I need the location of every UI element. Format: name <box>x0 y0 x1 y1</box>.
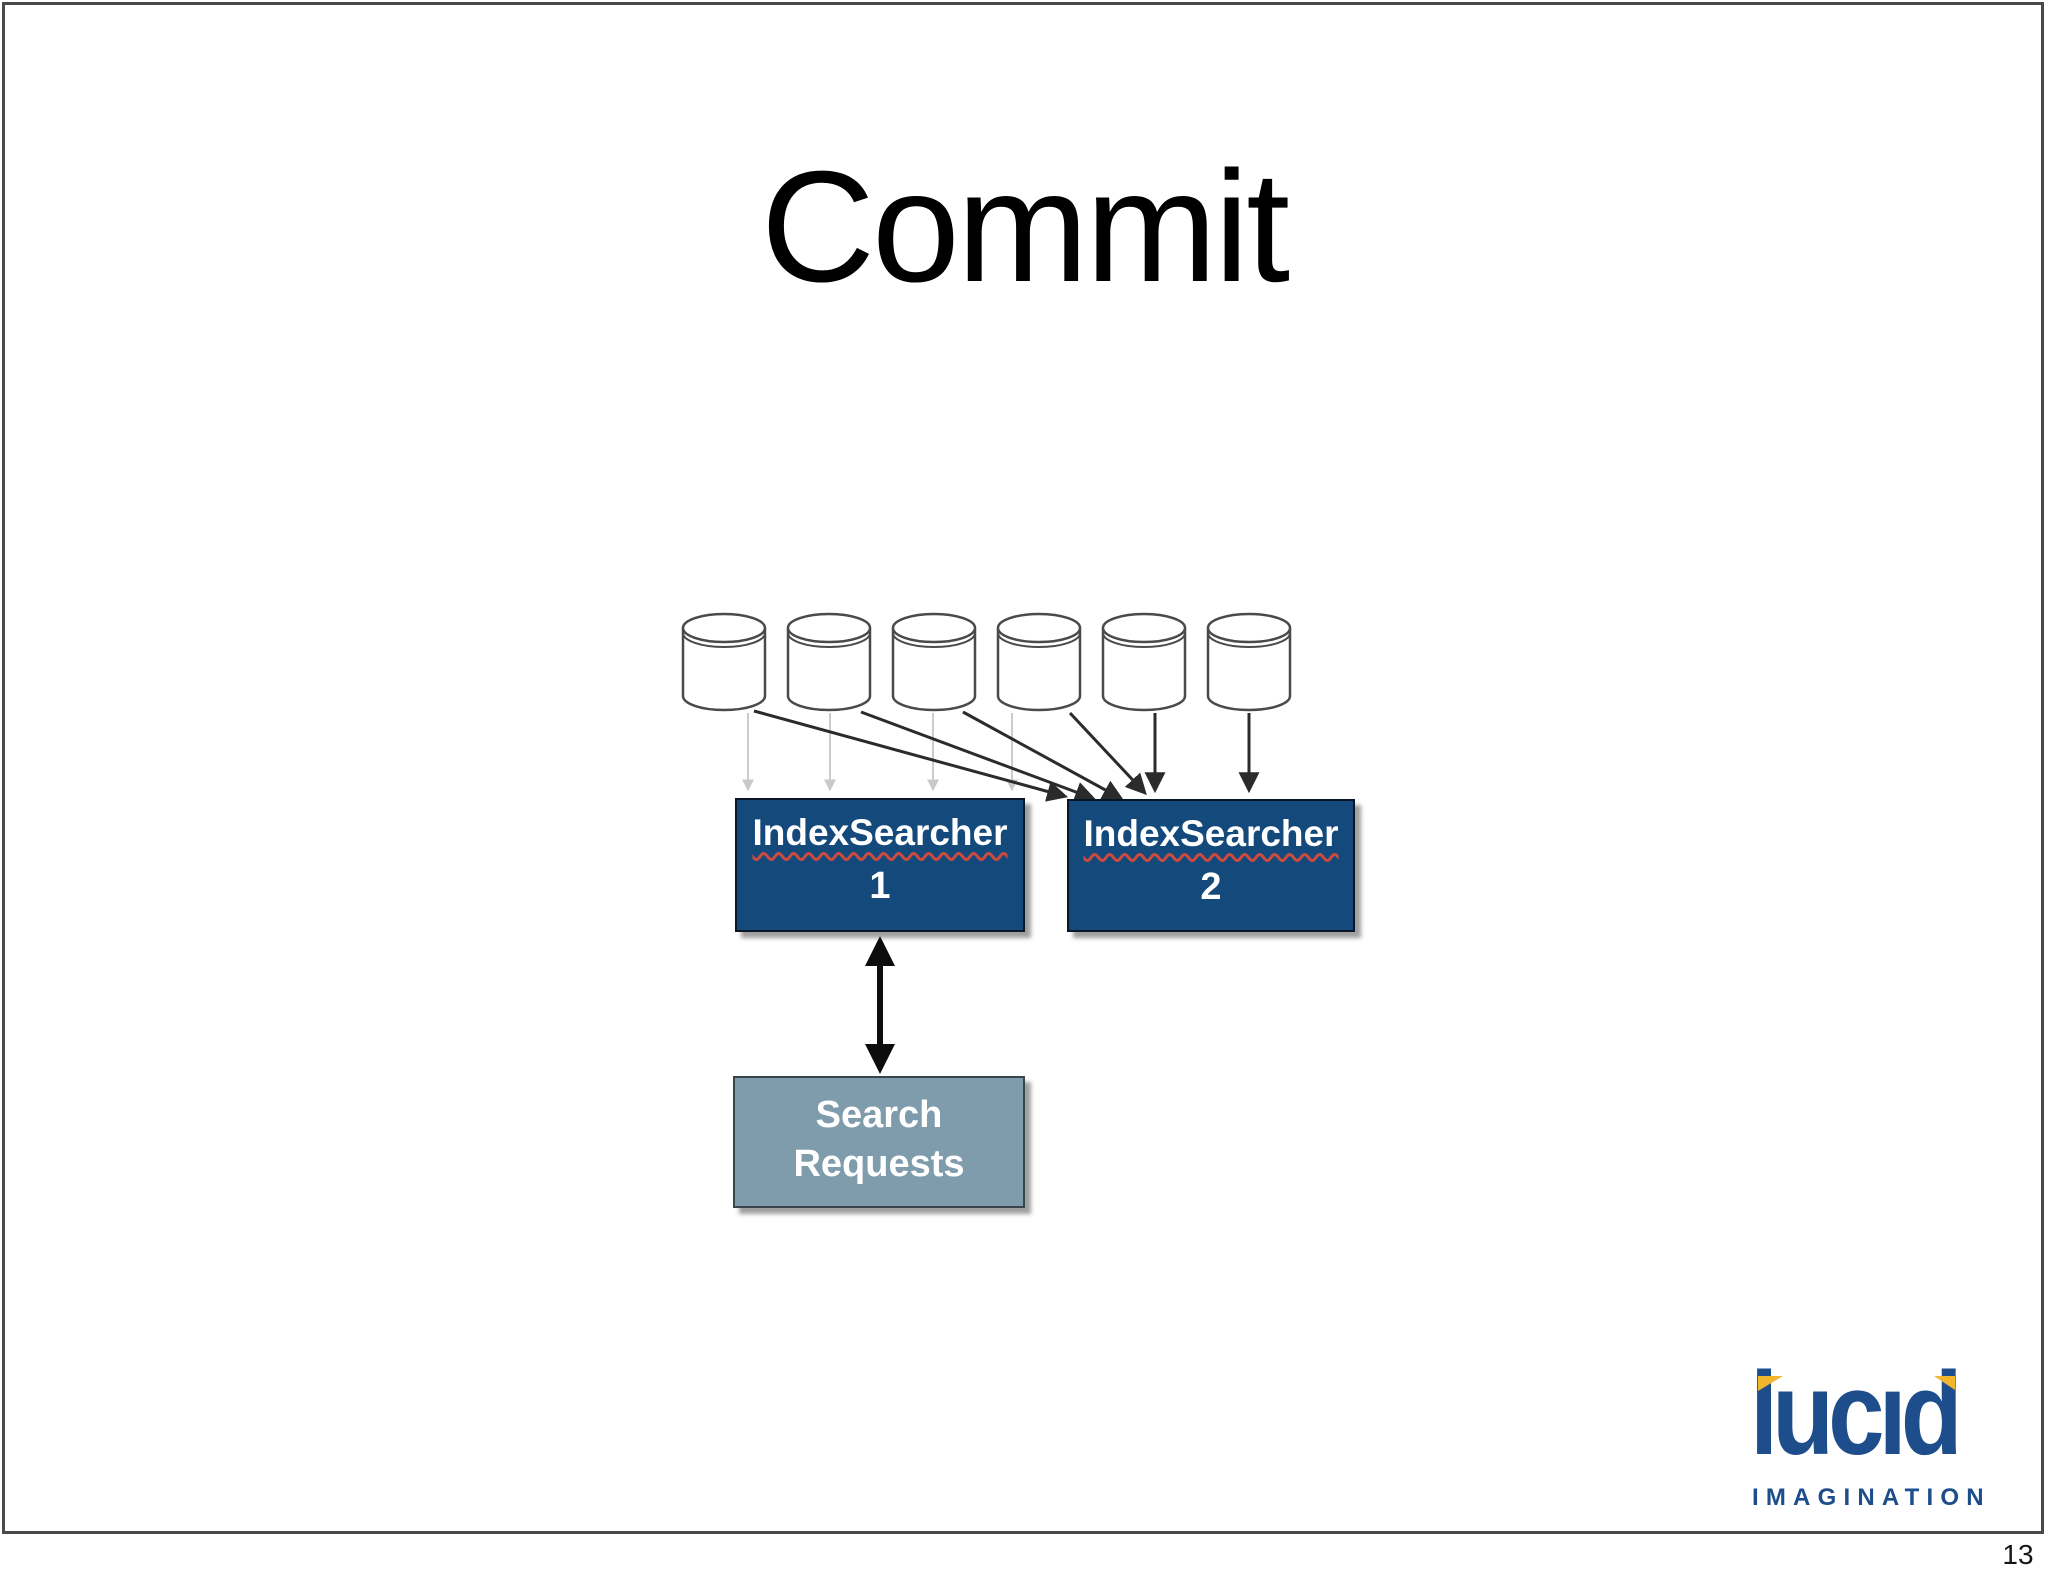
index-searcher-2-box: IndexSearcher 2 <box>1067 799 1355 932</box>
search-requests-line2: Requests <box>793 1142 965 1185</box>
index-segment-cylinder-4 <box>996 612 1082 712</box>
search-requests-box: Search Requests <box>733 1076 1025 1208</box>
slide-title: Commit <box>760 139 1290 315</box>
index-searcher-2-label: IndexSearcher <box>1083 813 1339 854</box>
slide-border <box>2 2 2044 1534</box>
index-searcher-1-number: 1 <box>869 865 891 907</box>
lucid-logo-tagline: IMAGINATION <box>1752 1484 1991 1511</box>
index-segment-cylinder-3 <box>891 612 977 712</box>
index-segment-cylinder-1 <box>681 612 767 712</box>
lucid-logo: lucıd IMAGINATION <box>1750 1355 2040 1526</box>
index-searcher-1-box: IndexSearcher 1 <box>735 798 1025 932</box>
index-segment-cylinder-5 <box>1101 612 1187 712</box>
search-requests-line1: Search <box>815 1094 943 1136</box>
index-segment-cylinder-6 <box>1206 612 1292 712</box>
index-searcher-1-label: IndexSearcher <box>752 812 1008 853</box>
index-segment-cylinder-2 <box>786 612 872 712</box>
index-searcher-2-number: 2 <box>1200 866 1222 908</box>
segment-to-searcher2-arrow <box>753 709 1069 802</box>
page-number: 13 <box>2002 1539 2034 1570</box>
lucid-logo-wordmark: lucıd <box>1750 1348 1963 1480</box>
segment-to-searcher2-arrow <box>1068 711 1147 796</box>
segment-to-searcher2-arrow <box>962 710 1124 801</box>
segment-to-searcher2-arrow <box>860 710 1096 802</box>
